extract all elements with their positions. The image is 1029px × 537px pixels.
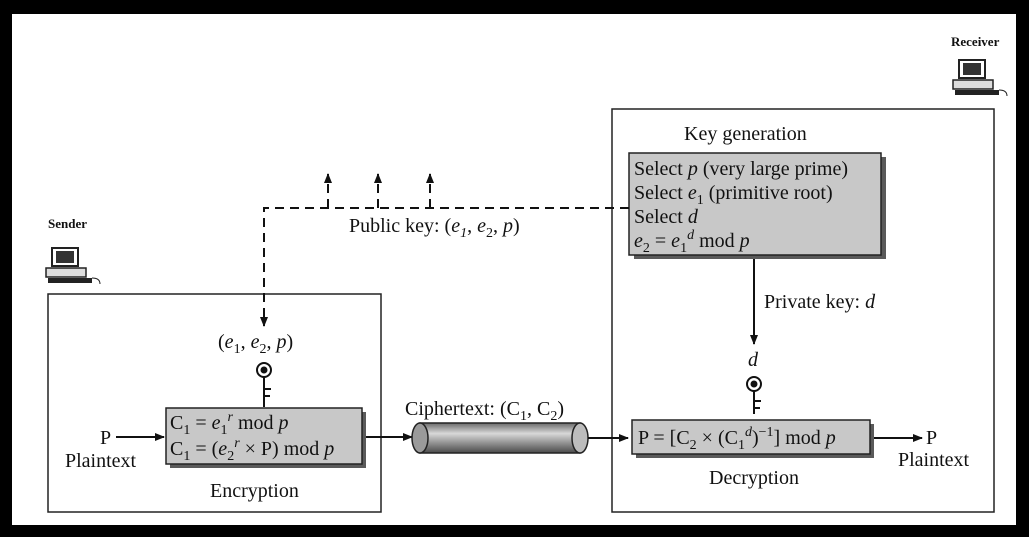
- elgamal-diagram: Sender Receiver Key generation Select p …: [45, 34, 1008, 513]
- decryption-box: [631, 419, 871, 455]
- private-key-symbol: d: [748, 349, 759, 371]
- public-key-label: Public key: (e1, e2, p): [349, 215, 520, 241]
- encryption-box: [165, 407, 363, 465]
- public-key-icon: [256, 362, 272, 407]
- keygen-box: [628, 152, 882, 256]
- decryption-formula: P = [C2 × (C1d)−1] mod p: [638, 425, 836, 453]
- plaintext-in-symbol: P: [100, 427, 111, 449]
- public-key-dashed-arrow: [260, 207, 629, 327]
- keygen-step-3: Select d: [634, 206, 699, 228]
- plaintext-out-label: Plaintext: [898, 449, 970, 471]
- ciphertext-label: Ciphertext: (C1, C2): [405, 398, 564, 424]
- plaintext-in-label: Plaintext: [65, 450, 137, 472]
- sender-computer-icon: [45, 247, 101, 285]
- keygen-step-4: e2 = e1d mod p: [634, 228, 750, 256]
- encryption-formula-2: C1 = (e2r × P) mod p: [170, 436, 334, 464]
- ciphertext-channel: [411, 422, 589, 454]
- plaintext-out-symbol: P: [926, 427, 937, 449]
- sender-box: [47, 293, 382, 513]
- private-key-label: Private key: d: [764, 291, 876, 313]
- key-generation-title: Key generation: [684, 123, 807, 145]
- keygen-step-1: Select p (very large prime): [634, 158, 848, 180]
- encryption-title: Encryption: [210, 480, 299, 502]
- keygen-step-2: Select e1 (primitive root): [634, 182, 833, 208]
- private-key-icon: [746, 376, 762, 414]
- receiver-label: Receiver: [951, 34, 1000, 49]
- public-key-tuple: (e1, e2, p): [218, 331, 293, 357]
- sender-label: Sender: [48, 216, 87, 231]
- decryption-title: Decryption: [709, 467, 799, 489]
- receiver-computer-icon: [952, 59, 1008, 97]
- diagram-canvas: Sender Receiver Key generation Select p …: [12, 14, 1016, 525]
